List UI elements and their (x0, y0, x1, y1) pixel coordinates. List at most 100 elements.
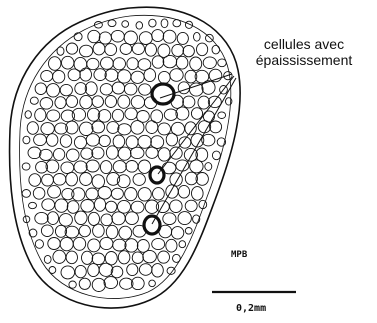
parenchyma-cell (47, 212, 58, 225)
parenchyma-cell (62, 188, 74, 199)
parenchyma-cell (27, 122, 38, 135)
parenchyma-cell (47, 134, 58, 147)
epidermal-cell (74, 33, 82, 41)
parenchyma-cell (146, 147, 158, 158)
parenchyma-cell (101, 57, 114, 69)
parenchyma-cell (170, 69, 183, 82)
parenchyma-cell (118, 70, 131, 83)
thickened-cell-3 (144, 216, 160, 234)
parenchyma-cell (138, 188, 151, 201)
epidermal-cell (149, 19, 156, 27)
parenchyma-cell (35, 109, 46, 122)
section-outline (10, 7, 241, 308)
parenchyma-cell (132, 43, 144, 54)
parenchyma-cell (111, 266, 123, 278)
parenchyma-cell (178, 185, 189, 198)
parenchyma-cell (66, 43, 77, 54)
parenchyma-cell (170, 147, 182, 159)
parenchyma-cell (166, 133, 177, 146)
parenchyma-cell (42, 199, 55, 211)
parenchyma-cell (41, 70, 53, 81)
parenchyma-cell (100, 237, 113, 249)
parenchyma-cell (164, 109, 177, 120)
parenchyma-cell (118, 200, 131, 213)
epidermal-cell (122, 21, 129, 28)
parenchyma-cell (125, 188, 137, 201)
parenchyma-cell (65, 226, 79, 238)
parenchyma-cell (176, 160, 189, 171)
epidermal-cell (194, 32, 201, 41)
epidermal-cell (22, 163, 30, 170)
parenchyma-cell (61, 266, 75, 279)
parenchyma-cell (79, 225, 90, 237)
epidermal-cell (108, 20, 116, 27)
parenchyma-cell (41, 225, 53, 237)
parenchyma-cell (163, 213, 176, 225)
parenchyma-cell (190, 57, 202, 70)
parenchyma-cell (158, 123, 171, 135)
parenchyma-cell (92, 121, 105, 133)
parenchyma-cell (35, 83, 46, 95)
parenchyma-cell (126, 136, 138, 149)
parenchyma-cell (153, 188, 165, 200)
parenchyma-cell (88, 212, 99, 225)
parenchyma-cell (113, 58, 125, 70)
parenchyma-cell (92, 278, 105, 291)
parenchyma-cell (40, 98, 53, 110)
parenchyma-cell (138, 135, 151, 148)
epidermal-cell (185, 228, 192, 235)
parenchyma-cell (152, 238, 165, 249)
parenchyma-cell (86, 188, 98, 200)
parenchyma-cell (210, 121, 222, 133)
parenchyma-cell (131, 71, 144, 83)
parenchyma-cell (49, 57, 61, 71)
parenchyma-cell (178, 82, 189, 94)
parenchyma-cell (183, 96, 195, 108)
parenchyma-cell (139, 32, 152, 45)
parenchyma-cell (53, 250, 66, 263)
parenchyma-cell (202, 81, 215, 95)
parenchyma-cell (79, 278, 90, 289)
parenchyma-cell (127, 264, 138, 276)
parenchyma-cell (203, 57, 216, 69)
parenchyma-cell (171, 227, 183, 239)
parenchyma-cell (99, 135, 110, 146)
epidermal-cell (22, 190, 30, 198)
parenchyma-cell (120, 43, 132, 54)
parenchyma-cell (88, 30, 100, 42)
epidermal-cell (29, 202, 37, 208)
parenchyma-cell (94, 198, 105, 211)
parenchyma-cell (112, 109, 123, 121)
parenchyma-cell (105, 44, 117, 56)
parenchyma-cell (190, 160, 203, 173)
epidermal-cell (206, 34, 214, 42)
parenchyma-cell (93, 43, 105, 55)
parenchyma-cell (152, 30, 164, 42)
pointer-line-3 (152, 78, 236, 224)
parenchyma-cell (192, 187, 204, 201)
parenchyma-cell (125, 212, 138, 225)
parenchyma-cell (139, 84, 151, 95)
parenchyma-cell (80, 95, 92, 108)
parenchyma-cell (118, 124, 131, 135)
epidermal-cell (205, 163, 212, 171)
parenchyma-cell (152, 56, 164, 68)
parenchyma-cell (33, 187, 45, 199)
scale-bar-label: 0,2mm (236, 303, 266, 314)
parenchyma-cell (178, 212, 191, 225)
parenchyma-cell (132, 252, 143, 264)
parenchyma-cell (166, 239, 177, 252)
parenchyma-cell (170, 200, 182, 213)
epidermal-cell (35, 240, 43, 249)
parenchyma-cell (53, 70, 65, 83)
parenchyma-cell (93, 224, 105, 237)
epidermal-cell (218, 112, 226, 119)
parenchyma-cell (92, 147, 104, 159)
parenchyma-cell (86, 160, 99, 172)
parenchyma-cell (29, 174, 41, 187)
parenchyma-cell (104, 277, 118, 289)
parenchyma-cell (197, 43, 208, 56)
parenchyma-cell (75, 265, 86, 277)
parenchyma-cell (68, 69, 80, 81)
parenchyma-cell (111, 30, 124, 42)
